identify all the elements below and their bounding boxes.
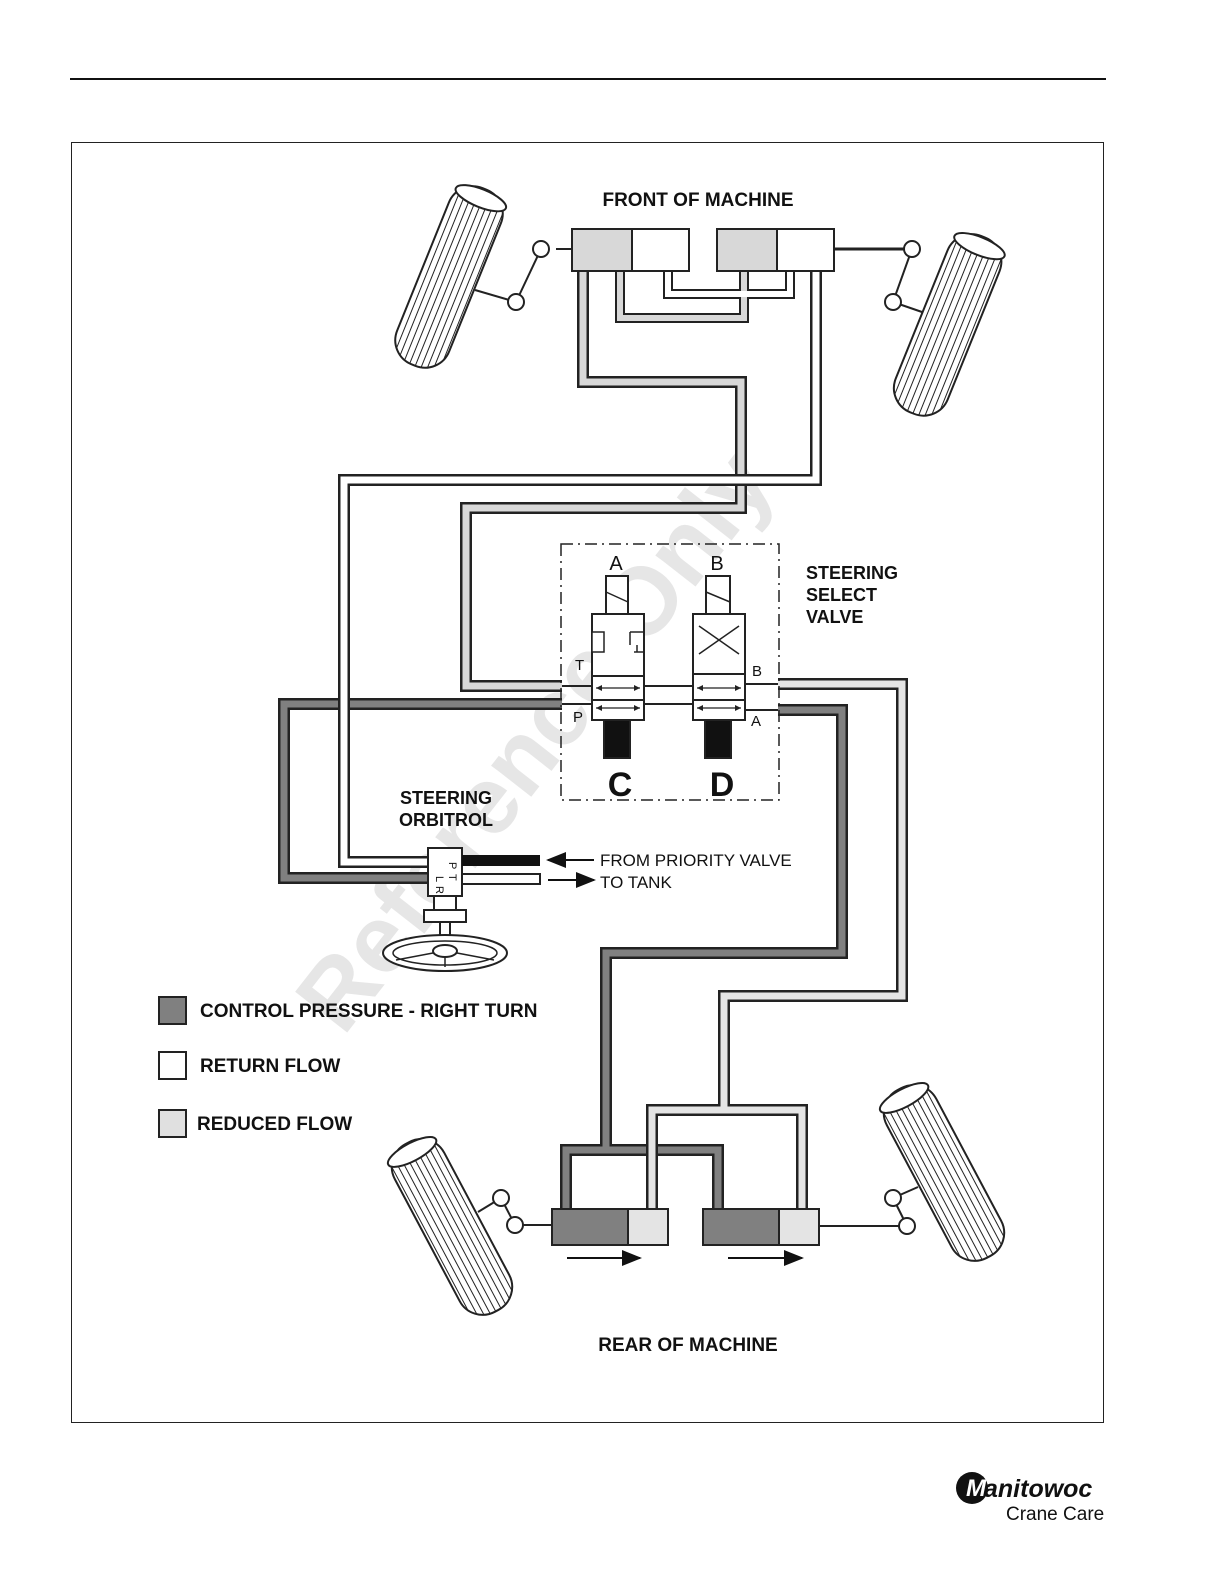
orbitrol-port-p: P xyxy=(446,862,458,869)
tank-outlet-line xyxy=(462,874,540,884)
valve-c-label: C xyxy=(608,766,633,804)
orbitrol-port-t: T xyxy=(446,874,458,881)
legend: CONTROL PRESSURE - RIGHT TURN RETURN FLO… xyxy=(159,997,537,1137)
to-tank-label: TO TANK xyxy=(600,873,672,892)
legend-swatch-pressure xyxy=(159,997,186,1024)
rear-of-machine-label: REAR OF MACHINE xyxy=(598,1335,777,1356)
steering-select-valve-label-3: VALVE xyxy=(806,607,863,627)
rear-right-cylinder xyxy=(703,1209,819,1245)
orbitrol-port-r: R xyxy=(433,886,445,894)
wheel-rear-right xyxy=(820,1076,1013,1270)
wheel-rear-left xyxy=(383,1130,552,1324)
priority-inlet-line xyxy=(462,855,540,866)
svg-text:anitowoc: anitowoc xyxy=(984,1475,1092,1503)
valve-d-label: D xyxy=(710,766,735,804)
legend-item-return-flow: RETURN FLOW xyxy=(159,1052,340,1079)
legend-label-pressure: CONTROL PRESSURE - RIGHT TURN xyxy=(200,1001,537,1022)
manitowoc-crane-care-logo: M anitowoc Crane Care xyxy=(950,1466,1110,1536)
legend-swatch-return xyxy=(159,1052,186,1079)
solenoid-a-label: A xyxy=(609,553,623,575)
wheel-front-left xyxy=(387,178,549,375)
solenoid-b-label: B xyxy=(710,553,723,575)
port-p-label: P xyxy=(573,709,583,726)
wheel-front-right xyxy=(885,226,1009,423)
priority-valve-label: FROM PRIORITY VALVE xyxy=(600,851,792,870)
legend-swatch-reduced xyxy=(159,1110,186,1137)
legend-label-reduced: REDUCED FLOW xyxy=(197,1114,352,1135)
port-b-label: B xyxy=(752,663,762,680)
svg-text:Crane Care: Crane Care xyxy=(1006,1504,1104,1525)
port-t-label: T xyxy=(575,657,584,674)
front-of-machine-label: FRONT OF MACHINE xyxy=(602,190,793,211)
steering-select-valve-label-1: STEERING xyxy=(806,563,898,583)
steering-orbitrol-label-2: ORBITROL xyxy=(399,810,493,830)
steering-select-valve-label-2: SELECT xyxy=(806,585,877,605)
front-right-cylinder xyxy=(717,229,834,271)
steering-orbitrol-label-1: STEERING xyxy=(400,788,492,808)
rear-left-cylinder xyxy=(552,1209,668,1245)
legend-label-return: RETURN FLOW xyxy=(200,1056,340,1077)
front-crossover-lines xyxy=(620,270,790,318)
legend-item-control-pressure: CONTROL PRESSURE - RIGHT TURN xyxy=(159,997,537,1024)
legend-item-reduced-flow: REDUCED FLOW xyxy=(159,1110,352,1137)
port-a-label: A xyxy=(751,713,761,730)
front-left-cylinder xyxy=(572,229,689,271)
orbitrol-port-l: L xyxy=(433,876,445,882)
